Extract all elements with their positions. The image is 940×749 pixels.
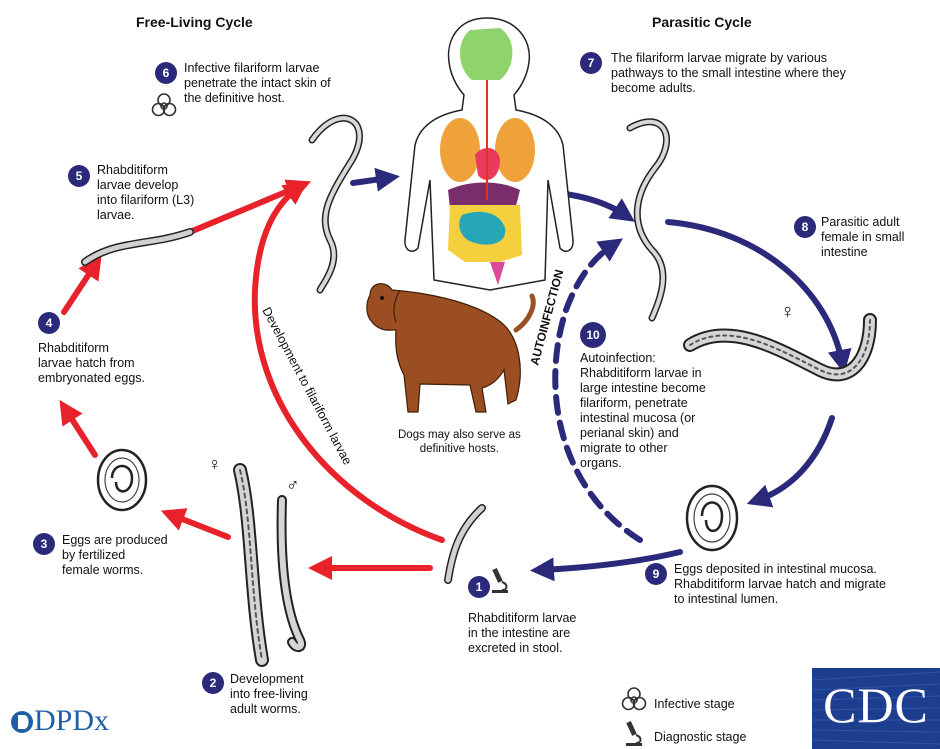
arrow-6-to-host: [353, 178, 388, 183]
biohazard-icon: [623, 688, 646, 710]
step-text-10: Autoinfection: Rhabditiform larvae in la…: [580, 351, 706, 471]
step-text-5: Rhabditiform larvae develop into filarif…: [97, 163, 194, 223]
step-text-7: The filariform larvae migrate by various…: [611, 51, 846, 96]
arrow-3-to-4: [66, 410, 95, 455]
step-badge-6: 6: [155, 62, 177, 84]
step-badge-5: 5: [68, 165, 90, 187]
step-text-3: Eggs are produced by fertilized female w…: [62, 533, 168, 578]
step-badge-8: 8: [794, 216, 816, 238]
legend-diagnostic: Diagnostic stage: [654, 730, 746, 745]
arrow-5-to-6: [190, 186, 300, 232]
step-text-6: Infective filariform larvae penetrate th…: [184, 61, 331, 106]
rhabditiform-larva-1: [448, 508, 482, 580]
arrow-4-to-5: [64, 265, 95, 312]
step-text-2: Development into free-living adult worms…: [230, 672, 308, 717]
arrow-8-to-9: [758, 418, 832, 500]
step-badge-3: 3: [33, 533, 55, 555]
step-badge-1: 1: [468, 576, 490, 598]
human-host-figure: [405, 18, 573, 290]
step-text-9: Eggs deposited in intestinal mucosa. Rha…: [674, 562, 886, 607]
microscope-icon: [626, 721, 642, 746]
header-parasitic: Parasitic Cycle: [652, 14, 752, 30]
female-symbol-8: ♀: [780, 305, 795, 320]
step-text-4: Rhabditiform larvae hatch from embryonat…: [38, 341, 145, 386]
dpdx-logo-mark: [11, 711, 33, 733]
legend-infective: Infective stage: [654, 697, 735, 712]
filariform-larva-6: [312, 118, 359, 290]
step-text-1: Rhabditiform larvae in the intestine are…: [468, 611, 576, 656]
header-free-living: Free-Living Cycle: [136, 14, 253, 30]
dog-note: Dogs may also serve as definitive hosts.: [398, 428, 521, 456]
cdc-logo-text: CDC: [812, 676, 940, 734]
step-badge-4: 4: [38, 312, 60, 334]
dpdx-logo-text: DPDx: [34, 704, 109, 738]
step-badge-7: 7: [580, 52, 602, 74]
arrow-2-to-3: [172, 515, 228, 537]
biohazard-icon: [153, 94, 176, 116]
step-badge-2: 2: [202, 672, 224, 694]
female-symbol-2: ♀: [208, 457, 222, 472]
step-text-8: Parasitic adult female in small intestin…: [821, 215, 904, 260]
egg-stage-9: [687, 486, 737, 550]
dog-illustration: [367, 284, 533, 412]
male-symbol-2: ♂: [286, 478, 300, 493]
step-badge-10: 10: [580, 322, 606, 348]
microscope-icon: [492, 568, 508, 593]
step-badge-9: 9: [645, 563, 667, 585]
egg-stage-4: [98, 450, 146, 510]
